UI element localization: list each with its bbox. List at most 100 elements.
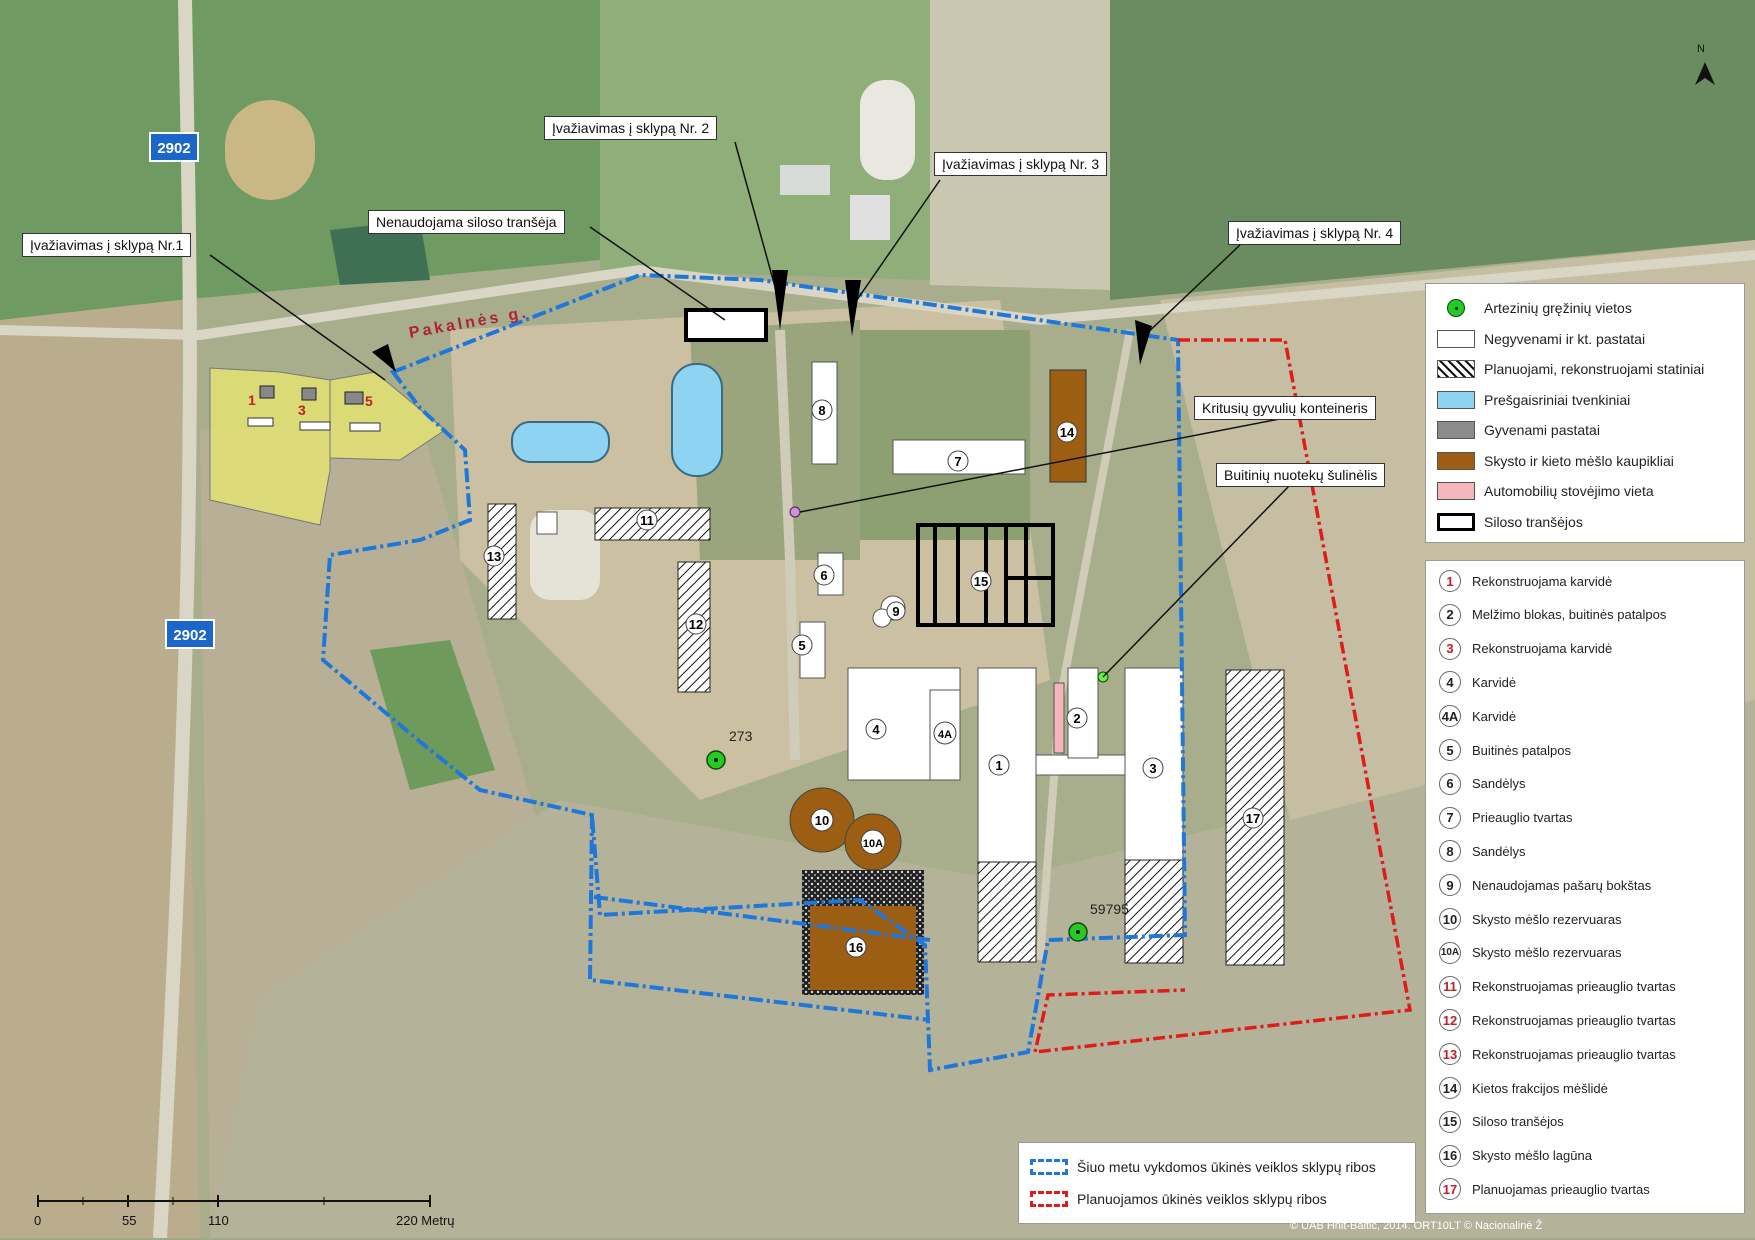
legend-building-number: 16 xyxy=(1439,1144,1461,1167)
scale-tick-55: 55 xyxy=(122,1213,136,1228)
legend-label: Skysto ir kieto mėšlo kaupikliai xyxy=(1484,452,1674,469)
svg-text:11: 11 xyxy=(640,513,654,528)
legend-row: Gyvenami pastatai xyxy=(1436,418,1600,442)
scale-tick-220: 220 Metrų xyxy=(396,1213,455,1228)
svg-text:10A: 10A xyxy=(863,838,883,850)
legend-building-number: 11 xyxy=(1439,975,1461,998)
current-boundary xyxy=(320,272,1188,1073)
callout-sewage-well: Buitinių nuotekų šulinėlis xyxy=(1216,463,1386,487)
svg-text:4: 4 xyxy=(872,722,880,737)
well-label-59795: 59795 xyxy=(1090,901,1129,917)
legend-row: Artezinių gręžinių vietos xyxy=(1436,296,1632,320)
legend-boundaries: Šiuo metu vykdomos ūkinės veiklos sklypų… xyxy=(1018,1142,1416,1224)
legend-row: Prešgaisriniai tvenkiniai xyxy=(1436,388,1630,412)
legend-building-row: 8 Sandėlys xyxy=(1436,839,1525,863)
svg-text:6: 6 xyxy=(820,568,827,583)
svg-text:15: 15 xyxy=(974,574,988,589)
legend-swatch xyxy=(1436,480,1476,502)
legend-label: Gyvenami pastatai xyxy=(1484,422,1600,438)
legend-building-row: 1 Rekonstruojama karvidė xyxy=(1436,569,1612,593)
legend-building-number: 15 xyxy=(1439,1110,1461,1133)
planned-boundary xyxy=(1032,338,1413,1055)
legend-building-label: Skysto mėšlo rezervuaras xyxy=(1472,911,1622,927)
legend-label: Artezinių gręžinių vietos xyxy=(1484,300,1632,316)
callout-entry-1: Įvažiavimas į sklypą Nr.1 xyxy=(22,233,192,257)
legend-swatch xyxy=(1436,511,1476,533)
legend-label: Planuojami, rekonstruojami statiniai xyxy=(1484,361,1705,377)
legend-building-label: Rekonstruojama karvidė xyxy=(1472,573,1613,589)
legend-swatch xyxy=(1436,450,1476,472)
legend-building-row: 10A Skysto mėšlo rezervuaras xyxy=(1436,941,1622,965)
svg-text:7: 7 xyxy=(954,454,961,469)
svg-text:4A: 4A xyxy=(938,729,952,741)
legend-building-label: Melžimo blokas, buitinės patalpos xyxy=(1472,607,1667,623)
legend-building-number: 9 xyxy=(1439,874,1461,897)
legend-swatch xyxy=(1436,358,1476,380)
svg-text:2902: 2902 xyxy=(157,140,190,157)
svg-text:5: 5 xyxy=(798,638,805,653)
svg-text:16: 16 xyxy=(849,940,863,955)
current-boundary-label: Šiuo metu vykdomos ūkinės veiklos sklypų… xyxy=(1077,1159,1376,1175)
legend-building-number: 4 xyxy=(1439,671,1461,694)
svg-text:8: 8 xyxy=(818,403,825,418)
legend-building-row: 4A Karvidė xyxy=(1436,704,1516,728)
fire-ponds xyxy=(511,363,723,477)
entry-arrows xyxy=(372,270,1152,372)
svg-text:12: 12 xyxy=(689,617,703,632)
legend-building-number: 17 xyxy=(1439,1178,1461,1201)
svg-text:10: 10 xyxy=(815,813,829,828)
legend-label: Prešgaisriniai tvenkiniai xyxy=(1484,391,1631,408)
legend-building-number: 12 xyxy=(1439,1009,1461,1032)
legend-building-label: Skysto mėšlo rezervuaras xyxy=(1472,945,1622,961)
svg-text:2902: 2902 xyxy=(173,627,206,644)
callout-pointers xyxy=(209,141,1301,678)
route-badge-bottom: 2902 xyxy=(165,619,215,649)
svg-text:3: 3 xyxy=(1149,761,1156,776)
planned-boundary-swatch xyxy=(1029,1188,1069,1210)
legend-building-number: 4A xyxy=(1439,705,1461,728)
scale-bar: 0 55 110 220 Metrų xyxy=(30,1195,470,1240)
callout-entry-3: Įvažiavimas į sklypą Nr. 3 xyxy=(934,152,1108,176)
legend-row: Negyvenami ir kt. pastatai xyxy=(1436,327,1645,351)
legend-building-number: 5 xyxy=(1439,739,1461,761)
current-boundary-swatch xyxy=(1029,1156,1069,1178)
legend-building-row: 6 Sandėlys xyxy=(1436,772,1525,796)
legend-label: Siloso tranšėjos xyxy=(1484,513,1583,530)
legend-building-label: Karvidė xyxy=(1472,708,1517,724)
legend-building-number: 6 xyxy=(1439,772,1461,795)
legend-building-number: 14 xyxy=(1439,1077,1461,1099)
legend-building-number: 1 xyxy=(1439,570,1461,592)
legend-building-label: Rekonstruojamas prieauglio tvartas xyxy=(1472,979,1676,995)
residential-plots xyxy=(209,367,446,526)
legend-row: Siloso tranšėjos xyxy=(1436,510,1583,534)
legend-building-label: Sandėlys xyxy=(1472,776,1526,792)
legend-row: Skysto ir kieto mėšlo kaupikliai xyxy=(1436,449,1674,473)
scale-tick-0: 0 xyxy=(34,1213,41,1228)
legend-label: Automobilių stovėjimo vieta xyxy=(1484,483,1654,499)
plot-label-3: 3 xyxy=(298,402,306,418)
svg-text:17: 17 xyxy=(1246,811,1260,826)
legend-swatch xyxy=(1436,297,1476,319)
scale-tick-110: 110 xyxy=(208,1213,229,1228)
legend-building-number: 8 xyxy=(1439,840,1461,863)
legend-swatch xyxy=(1436,389,1476,411)
north-arrow-icon: N xyxy=(1695,43,1715,85)
legend-building-number: 10A xyxy=(1439,941,1461,964)
legend-building-label: Sandėlys xyxy=(1472,843,1526,859)
svg-text:13: 13 xyxy=(487,549,501,564)
svg-text:2: 2 xyxy=(1073,711,1080,726)
callout-container: Kritusių gyvulių konteineris xyxy=(1194,396,1376,420)
callout-entry-2: Įvažiavimas į sklypą Nr. 2 xyxy=(544,116,718,140)
